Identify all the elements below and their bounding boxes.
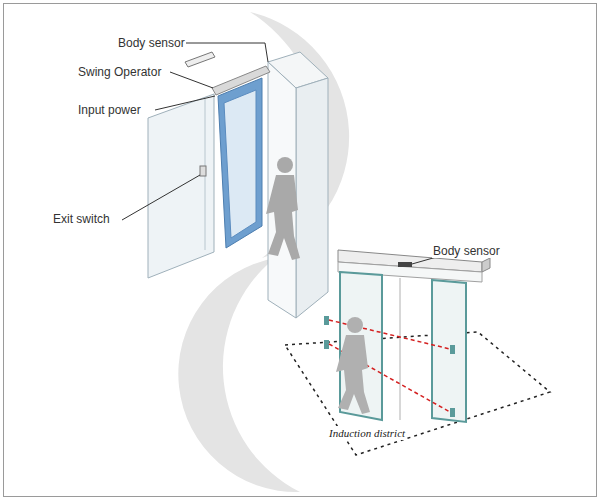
- body-sensor: [185, 52, 215, 67]
- sliding-panel: [432, 280, 466, 422]
- part-label: Body sensor: [432, 244, 501, 258]
- person: [266, 157, 300, 260]
- part-label: Swing Operator: [77, 65, 162, 79]
- part-label: Body sensor: [117, 36, 186, 50]
- induction-area: [285, 332, 550, 455]
- photocell: [324, 316, 455, 417]
- body-sensor: [398, 262, 412, 267]
- door-leaf: [218, 78, 262, 248]
- part-label: Input power: [77, 103, 142, 117]
- person: [336, 317, 370, 414]
- exit-switch: [200, 166, 206, 176]
- frame: [4, 4, 597, 497]
- part-label: Exit switch: [52, 212, 111, 226]
- part-label: Induction district: [328, 426, 406, 440]
